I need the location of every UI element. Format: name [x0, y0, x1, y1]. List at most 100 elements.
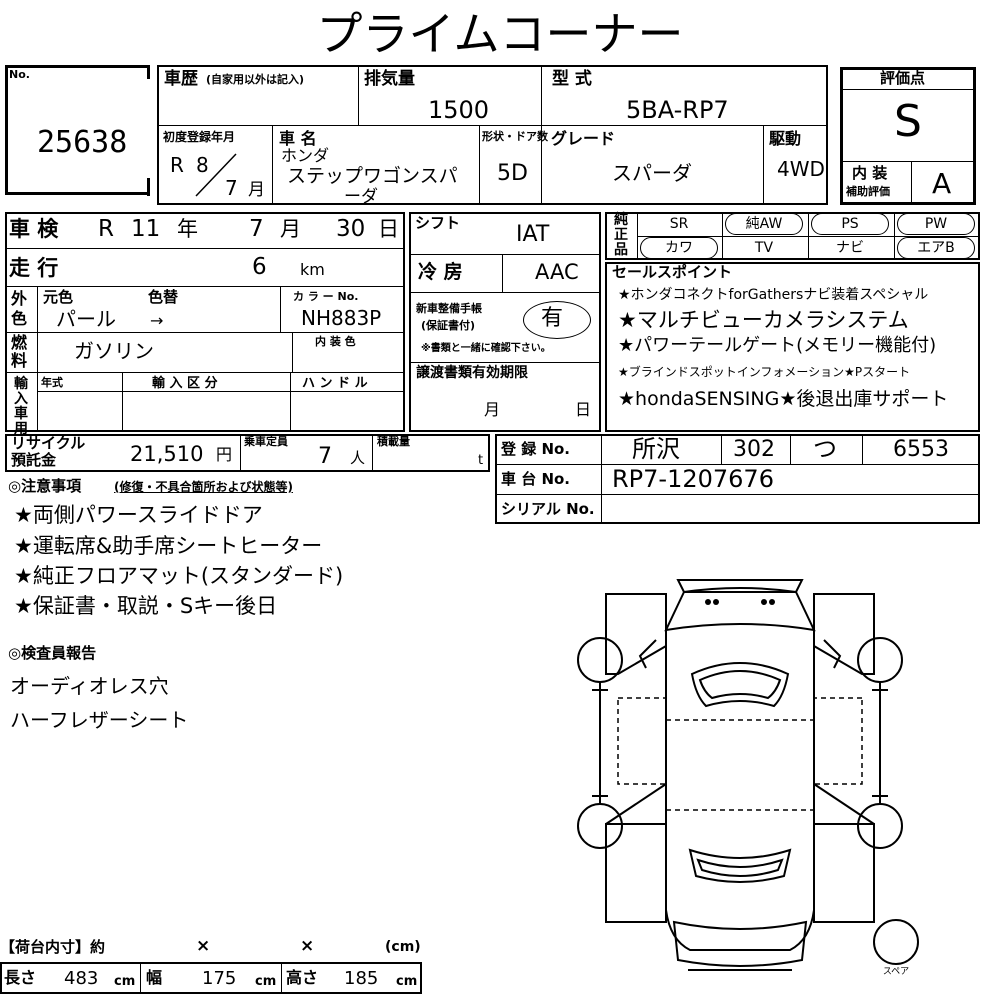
divider-history [358, 65, 359, 125]
caution-item-2: ★運転席&助手席シートヒーター [14, 534, 323, 558]
inspection-era: R [98, 216, 114, 242]
capacity-label: 乗車定員 [244, 435, 288, 448]
equipment-col-1 [722, 212, 723, 260]
warranty-label-1: 新車整備手帳 [416, 302, 482, 315]
inspection-year-unit: 年 [177, 217, 198, 241]
warranty-oval [523, 301, 591, 339]
drive-label: 駆動 [769, 129, 802, 148]
selling-points-box [605, 262, 980, 432]
cargo-times-1: × [196, 936, 211, 956]
selling-point-5: ★hondaSENSING★後退出庫サポート [618, 388, 949, 410]
page-title: プライムコーナー [316, 7, 684, 61]
load-unit: t [478, 453, 484, 468]
lot-box-right-tick [147, 65, 150, 79]
import-header-line [37, 391, 405, 392]
caution-label: ◎注意事項 [8, 477, 82, 495]
import-label: 輸入車用 [14, 376, 28, 437]
import-handle-label: ハ ン ド ル [302, 376, 368, 391]
score-interior-vline [911, 161, 912, 205]
headlights [705, 599, 775, 605]
displacement-label: 排気量 [364, 69, 415, 89]
chassis-label: 車 台 No. [501, 470, 571, 488]
repaint-color-label: 色替 [148, 288, 179, 306]
shift-label: シフト [415, 214, 461, 232]
interior-label-2: 補助評価 [846, 185, 890, 198]
model-value: 5BA-RP7 [626, 96, 729, 124]
warranty-label-2: (保証書付) [421, 319, 476, 332]
lot-label: No. [9, 68, 30, 81]
import-year-label: 年式 [41, 376, 63, 389]
equipment-item: エアB [897, 237, 975, 259]
fuel-label-1: 燃 [11, 333, 28, 352]
registration-label-vline [601, 434, 602, 524]
recycle-box [5, 434, 490, 472]
transfer-month-label: 月 [484, 400, 501, 419]
row-divider-color [5, 332, 405, 333]
selling-points-label: セールスポイント [612, 263, 733, 281]
spare-tire [873, 919, 919, 965]
equipment-label: 純正品 [614, 212, 628, 258]
caution-item-3: ★純正フロアマット(スタンダード) [14, 564, 344, 588]
load-label: 積載量 [377, 435, 410, 448]
registration-divider [495, 464, 980, 465]
import-year-vline [122, 372, 123, 432]
side-panels [617, 697, 863, 811]
car-name-label: 車 名 [279, 129, 317, 148]
shift-divider [409, 254, 601, 255]
registration-class: 302 [733, 437, 775, 462]
first-reg-label: 初度登録年月 [163, 130, 236, 144]
inspection-month-unit: 月 [280, 217, 301, 241]
fuel-label-2: 料 [11, 351, 28, 370]
selling-point-2: ★マルチビューカメラシステム [618, 308, 909, 332]
interior-color-header [292, 332, 405, 333]
mileage-unit: km [300, 260, 325, 279]
lot-number: 25638 [37, 125, 128, 160]
ac-label: 冷 房 [418, 261, 463, 283]
left-middle-box [5, 212, 405, 432]
car-maker: ホンダ [281, 146, 330, 165]
repaint-arrow: → [150, 311, 164, 330]
history-label: 車歴 [164, 69, 198, 89]
divider-grade [763, 125, 764, 205]
equipment-item: SR [669, 216, 689, 232]
first-reg-era: R [170, 153, 184, 177]
interior-color-label: 内 装 色 [315, 335, 356, 348]
cargo-unit: (cm) [385, 939, 421, 955]
color-code-label: カ ラ ー No. [293, 290, 359, 303]
equipment-item: PS [811, 213, 889, 235]
inspector-item-1: オーディオレス穴 [10, 674, 169, 698]
car-outline [605, 579, 875, 971]
score-interior-divider [840, 161, 976, 162]
first-reg-month-unit: 月 [248, 180, 265, 200]
warranty-divider [409, 362, 601, 363]
dimensions-vline-1 [140, 962, 141, 994]
divider-carname [479, 125, 480, 205]
registration-number: 6553 [893, 437, 949, 462]
car-name-line2: ーダ [344, 187, 378, 207]
registration-label: 登 録 No. [501, 440, 571, 458]
warranty-note: ※書類と一緒に確認下さい。 [421, 343, 551, 354]
capacity-unit: 人 [350, 449, 366, 467]
score-box [840, 67, 976, 205]
car-diagram: スペア [577, 579, 919, 977]
registration-kana: つ [813, 435, 837, 463]
first-reg-year: 8 [196, 153, 209, 177]
import-type-vline [290, 372, 291, 432]
caution-item-4: ★保証書・取説・Sキー後日 [14, 594, 278, 618]
width-unit: cm [255, 974, 277, 989]
row-divider-fuel [5, 372, 405, 373]
recycle-value: 21,510 [130, 442, 204, 466]
top-info-box [157, 65, 828, 205]
inspection-label: 車 検 [9, 217, 59, 241]
warranty-value: 有 [541, 306, 564, 331]
color-code-value: NH883P [301, 306, 382, 330]
height-label: 高さ [286, 968, 319, 987]
outer-color-label-2: 色 [11, 309, 28, 328]
capacity-value: 7 [318, 444, 332, 469]
dimensions-box [0, 962, 422, 994]
inspection-day: 30 [336, 216, 366, 242]
load-vline [372, 434, 373, 472]
height-unit: cm [396, 974, 418, 989]
original-color-label: 元色 [43, 288, 74, 306]
chassis-value: RP7-1207676 [612, 465, 774, 493]
